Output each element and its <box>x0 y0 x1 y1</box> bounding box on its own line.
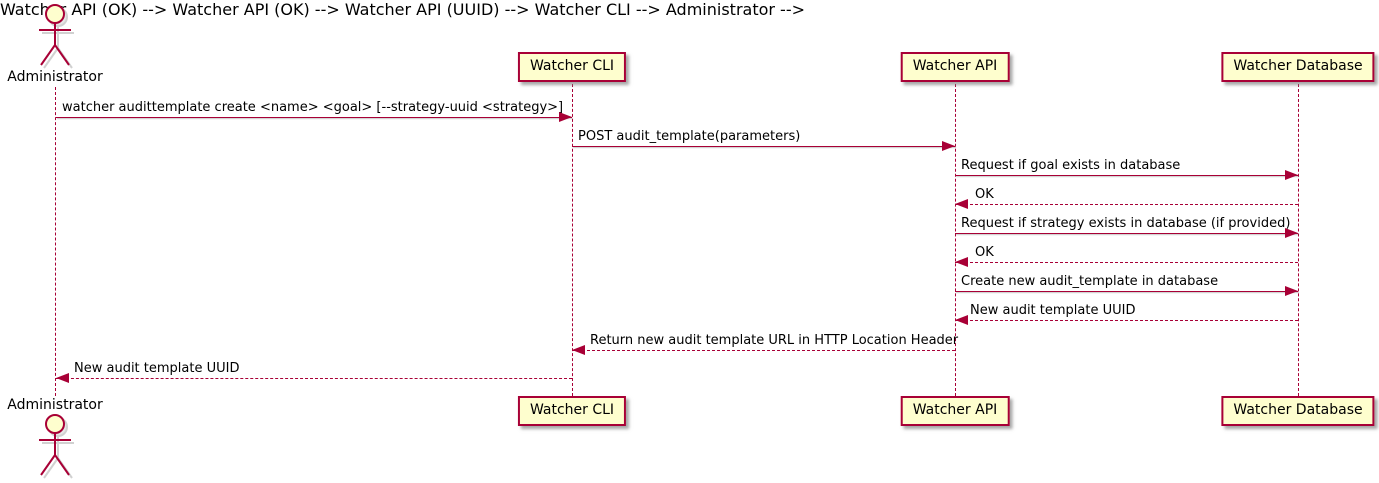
message-label: POST audit_template(parameters) <box>578 129 801 144</box>
participant-watcher-database-bottom: Watcher Database <box>1221 396 1375 426</box>
message-line <box>572 146 955 147</box>
message-line <box>955 233 1298 234</box>
participant-watcher-cli-top: Watcher CLI <box>517 52 627 82</box>
message-line <box>955 291 1298 292</box>
message-label: OK <box>975 187 994 202</box>
message-line <box>56 117 572 118</box>
message-line <box>572 350 955 351</box>
actor-label-top: Administrator <box>7 69 103 85</box>
arrowhead-icon <box>56 373 69 383</box>
message-line <box>955 175 1298 176</box>
arrowhead-icon <box>955 315 968 325</box>
lifeline-watcher-database <box>1298 84 1299 396</box>
arrowhead-icon <box>1285 170 1298 180</box>
message-line <box>955 204 1298 205</box>
arrowhead-icon <box>1285 286 1298 296</box>
arrowhead-icon <box>1285 228 1298 238</box>
message-line <box>955 320 1298 321</box>
actor-label-bottom: Administrator <box>7 397 103 413</box>
arrowhead-icon <box>955 199 968 209</box>
message-label: watcher audittemplate create <name> <goa… <box>62 100 564 115</box>
participant-watcher-database-top: Watcher Database <box>1221 52 1375 82</box>
message-label: Create new audit_template in database <box>961 274 1219 289</box>
message-label: Return new audit template URL in HTTP Lo… <box>590 333 959 348</box>
message-line <box>955 262 1298 263</box>
actor-icon <box>39 414 74 479</box>
lifeline-watcher-api <box>955 84 956 396</box>
participant-watcher-api-top: Watcher API <box>900 52 1010 82</box>
participant-watcher-api-bottom: Watcher API <box>900 396 1010 426</box>
actor-icon <box>39 4 74 69</box>
lifeline-administrator <box>55 87 56 396</box>
message-label: Request if goal exists in database <box>961 158 1181 173</box>
message-label: OK <box>975 245 994 260</box>
arrowhead-icon <box>572 345 585 355</box>
participant-watcher-cli-bottom: Watcher CLI <box>517 396 627 426</box>
message-label: Request if strategy exists in database (… <box>961 216 1291 231</box>
message-label: New audit template UUID <box>74 361 240 376</box>
lifeline-watcher-cli <box>572 84 573 396</box>
arrowhead-icon <box>942 141 955 151</box>
message-line <box>56 378 572 379</box>
message-label: New audit template UUID <box>970 303 1136 318</box>
arrowhead-icon <box>559 112 572 122</box>
arrowhead-icon <box>955 257 968 267</box>
